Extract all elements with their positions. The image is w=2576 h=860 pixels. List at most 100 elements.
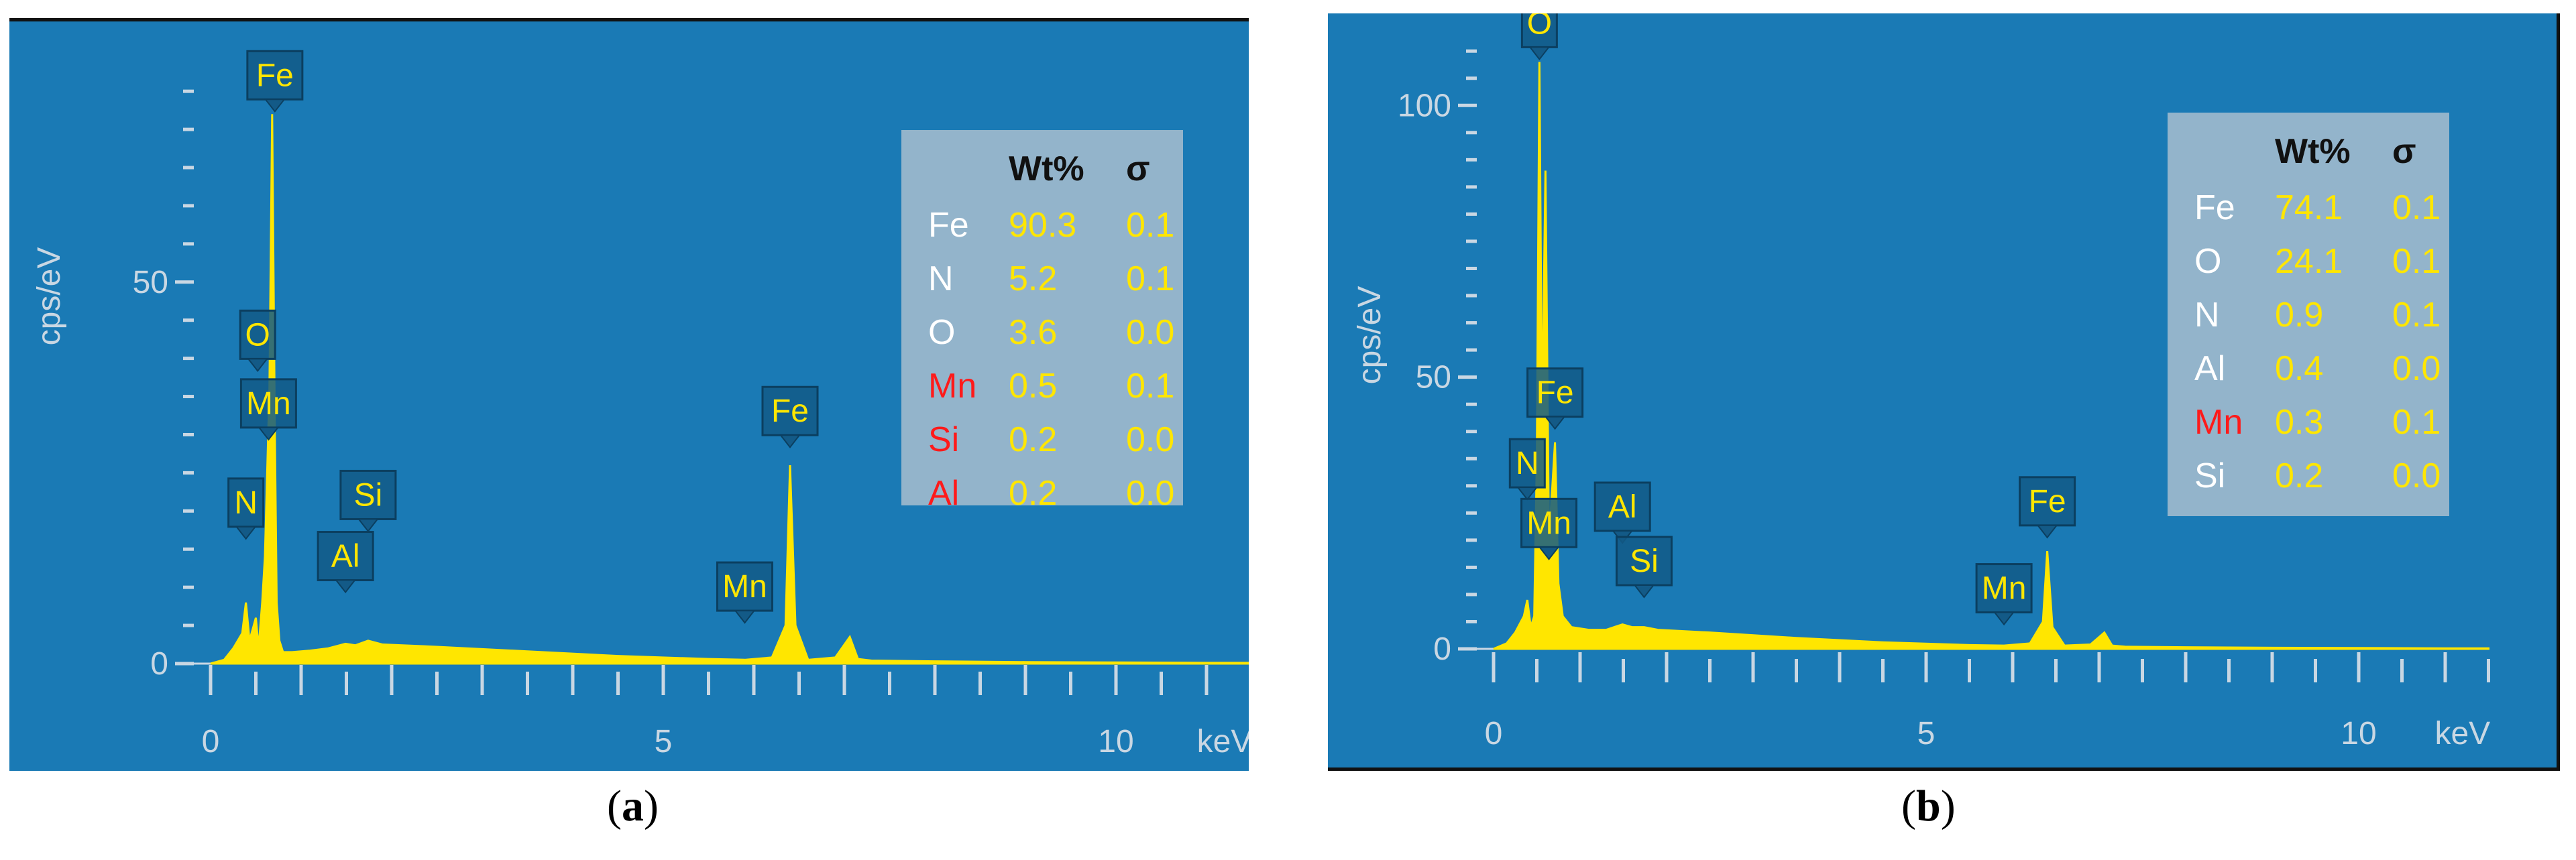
peak-label-pointer	[734, 610, 756, 624]
peak-label-pointer	[1538, 546, 1560, 560]
sigma-cell: 0.1	[2392, 242, 2441, 281]
wt-percent-cell: 90.3	[1009, 206, 1077, 245]
peak-label-pointer	[357, 518, 379, 533]
element-cell: Si	[2194, 456, 2226, 495]
sigma-cell: 0.1	[1126, 259, 1175, 298]
element-cell: N	[2194, 296, 2220, 334]
peak-label-fe: Fe	[2019, 476, 2076, 539]
peak-label-pointer	[1633, 585, 1655, 599]
peak-label-box	[227, 477, 265, 528]
peak-label-mn: Mn	[1975, 563, 2033, 626]
table-row: O 24.1 0.1	[2168, 241, 2449, 295]
wt-percent-cell: 0.4	[2275, 349, 2324, 388]
wt-percent-cell: 24.1	[2275, 242, 2343, 281]
peak-label-si: Si	[1615, 536, 1673, 599]
x-tick-label: 0	[202, 724, 220, 759]
peak-label-box	[1520, 497, 1578, 548]
y-tick-label: 100	[1398, 88, 1451, 123]
peak-label-text: Mn	[1982, 571, 2027, 607]
peak-label-mn: Mn	[716, 561, 773, 624]
sigma-cell: 0.1	[2392, 296, 2441, 334]
wt-percent-cell: 3.6	[1009, 313, 1058, 352]
wt-percent-cell: 5.2	[1009, 259, 1058, 298]
wt-percent-cell: 0.3	[2275, 403, 2324, 442]
element-cell: O	[2194, 242, 2222, 281]
peak-label-box	[2019, 476, 2076, 527]
sigma-cell: 0.1	[1126, 367, 1175, 406]
peak-label-text: Fe	[2029, 484, 2066, 519]
wt-percent-cell: 0.2	[1009, 420, 1058, 459]
peak-label-box	[1615, 536, 1673, 587]
peak-label-pointer	[2036, 524, 2058, 539]
peak-label-box	[339, 469, 397, 520]
element-cell: Mn	[2194, 403, 2243, 442]
peak-label-box	[239, 309, 276, 360]
peak-label-text: O	[1527, 13, 1552, 41]
peak-label-box	[1526, 367, 1584, 418]
y-tick-label: 50	[133, 265, 168, 300]
sigma-cell: 0.0	[2392, 456, 2441, 495]
y-tick-label: 0	[1433, 631, 1451, 667]
peak-label-pointer	[1993, 611, 2015, 626]
peak-label-text: Al	[1608, 489, 1637, 525]
x-tick-label: 5	[655, 724, 673, 759]
sigma-cell: 0.0	[1126, 313, 1175, 352]
peak-label-text: Mn	[1526, 505, 1571, 541]
peak-label-text: Fe	[1536, 375, 1574, 411]
wt-percent-cell: 74.1	[2275, 188, 2343, 227]
wt-percent-cell: 0.2	[2275, 456, 2324, 495]
sigma-cell: 0.0	[1126, 474, 1175, 513]
peak-label-pointer	[258, 426, 280, 441]
peak-label-si: Si	[339, 469, 397, 533]
peak-label-text: Al	[331, 539, 360, 574]
sigma-cell: 0.0	[2392, 349, 2441, 388]
peak-label-text: N	[234, 485, 258, 521]
element-cell: Al	[928, 474, 960, 513]
peak-label-mn: Mn	[239, 378, 297, 441]
wt-percent-cell: 0.2	[1009, 474, 1058, 513]
spectrum-series	[210, 114, 1249, 665]
peak-label-box	[239, 378, 297, 429]
table-header: Wt%σ	[2168, 131, 2449, 185]
sigma-cell: 0.1	[2392, 188, 2441, 227]
x-tick-label: 5	[1917, 716, 1936, 751]
peak-label-al: Al	[317, 531, 374, 594]
peak-label-text: Mn	[722, 569, 767, 605]
table-header-cell: Wt%	[2275, 132, 2351, 171]
table-header: Wt%σ	[901, 149, 1183, 202]
peak-label-mn: Mn	[1520, 497, 1578, 560]
peak-label-text: Si	[354, 477, 383, 513]
peak-label-text: Mn	[246, 386, 291, 422]
y-tick-label: 0	[150, 646, 168, 682]
x-tick-label: 10	[1098, 724, 1133, 759]
element-cell: Fe	[2194, 188, 2235, 227]
sigma-cell: 0.0	[1126, 420, 1175, 459]
table-row: N 0.9 0.1	[2168, 295, 2449, 349]
peak-label-al: Al	[1593, 481, 1651, 544]
peak-label-text: Fe	[256, 58, 294, 93]
peak-label-box	[317, 531, 374, 582]
caption-a: (a)	[607, 782, 659, 831]
y-axis-label: cps/eV	[1352, 286, 1388, 385]
peak-label-box	[1593, 481, 1651, 532]
wt-percent-cell: 0.5	[1009, 367, 1058, 406]
caption-b: (b)	[1901, 782, 1956, 831]
table-header-cell: σ	[1126, 149, 1150, 188]
peak-label-box	[1508, 438, 1546, 489]
peak-label-n: N	[227, 477, 265, 540]
peak-label-pointer	[335, 579, 357, 594]
peak-label-n: N	[1508, 438, 1546, 501]
peak-label-text: Si	[1630, 544, 1659, 579]
wt-percent-cell: 0.9	[2275, 296, 2324, 334]
peak-label-fe: Fe	[761, 385, 819, 448]
peak-label-pointer	[779, 434, 801, 448]
